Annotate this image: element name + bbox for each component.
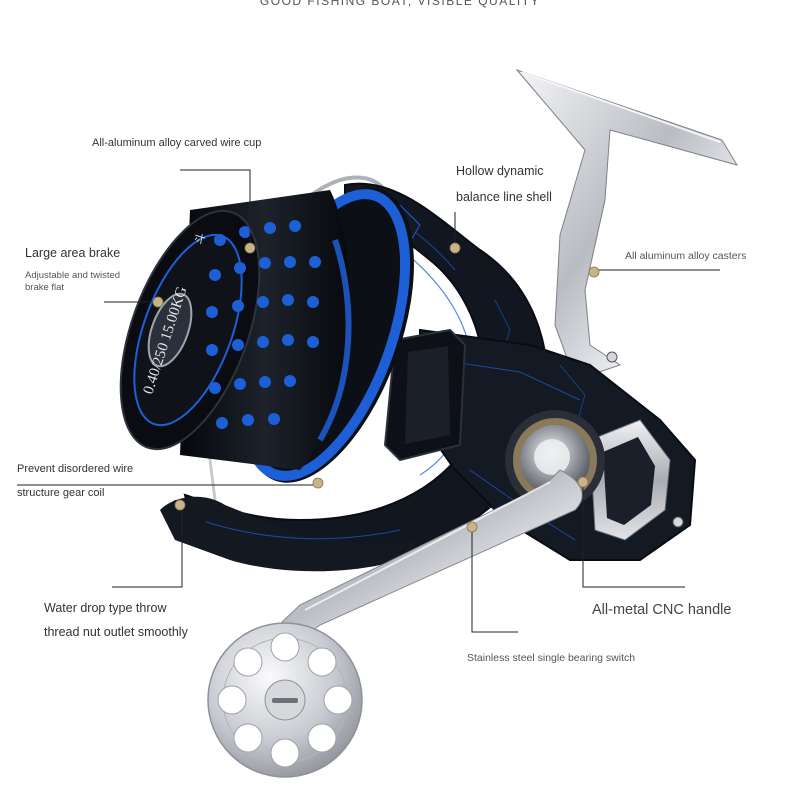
label-bearing: Stainless steel single bearing switch (467, 652, 636, 664)
label-brake-desc1: Adjustable and twisted (25, 270, 121, 281)
reel-foot-stem (515, 68, 739, 381)
cnc-handle-arm (281, 469, 583, 641)
header-tagline: GOOD FISHING BOAT, VISIBLE QUALITY (259, 0, 541, 8)
label-brake-title: Large area brake (25, 246, 121, 260)
marker-bearing (466, 521, 478, 533)
spool-brand-text: 斗 (192, 231, 208, 245)
label-wire-cup: All-aluminum alloy carved wire cup (92, 137, 262, 149)
marker-handle (577, 476, 589, 488)
label-waterdrop-line1: Water drop type throw (44, 601, 167, 615)
marker-wire-cup (244, 242, 256, 254)
marker-gear-coil (312, 477, 324, 489)
marker-brake (152, 296, 164, 308)
marker-hollow-shell (449, 242, 461, 254)
label-wire-line2: structure gear coil (17, 487, 105, 499)
label-wire-line1: Prevent disordered wire (17, 463, 134, 475)
label-brake-desc2: brake flat (25, 282, 65, 293)
label-waterdrop-line2: thread nut outlet smoothly (44, 625, 188, 639)
spool (119, 187, 414, 483)
label-handle: All-metal CNC handle (592, 602, 732, 618)
marker-dots (152, 242, 600, 533)
label-hollow-line2: balance line shell (456, 190, 552, 204)
handle-knob (207, 622, 363, 778)
marker-waterdrop (174, 499, 186, 511)
label-hollow-line1: Hollow dynamic (456, 164, 544, 178)
marker-casters (588, 266, 600, 278)
label-casters: All aluminum alloy casters (625, 250, 747, 262)
